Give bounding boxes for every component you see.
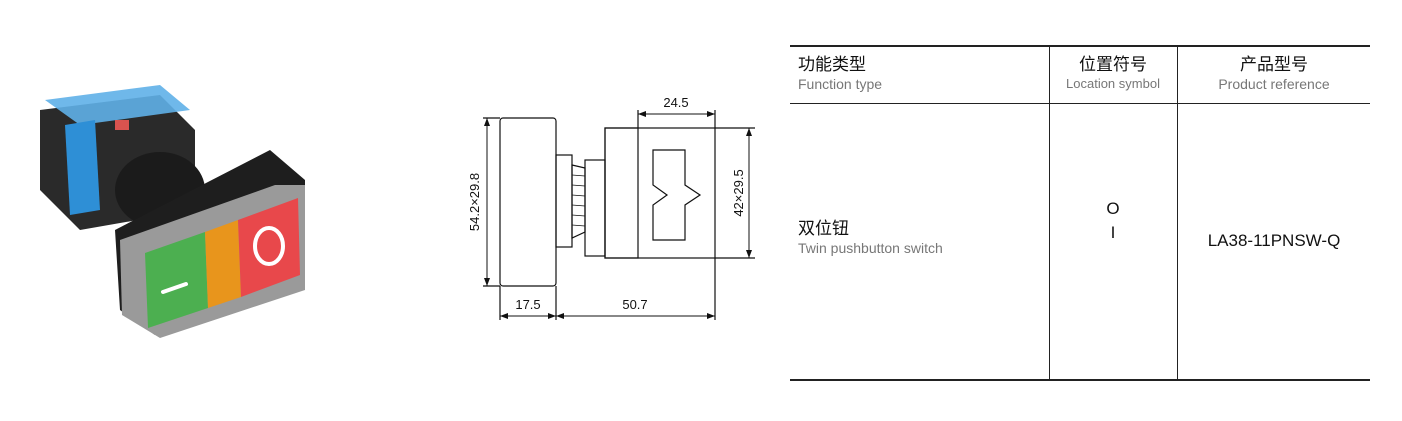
header-function-zh: 功能类型	[798, 55, 866, 74]
product-photo	[40, 85, 305, 338]
table-divider-1	[1049, 47, 1050, 379]
contact-red-part	[115, 120, 129, 130]
function-en: Twin pushbutton switch	[798, 240, 943, 256]
header-product-reference: 产品型号 Product reference	[1178, 55, 1370, 93]
dim-right-label: 42×29.5	[731, 169, 746, 216]
dim-bottom-left-label: 17.5	[515, 297, 540, 312]
dim-left-label: 54.2×29.8	[467, 173, 482, 231]
spec-table: 功能类型 Function type 位置符号 Location symbol …	[790, 45, 1370, 381]
red-button	[238, 198, 300, 297]
red-button-symbol	[253, 226, 285, 266]
function-zh: 双位钮	[798, 219, 849, 238]
header-function-en: Function type	[798, 76, 883, 92]
dimension-drawing: 24.5 54.2×29.8 42×29.5 17.5 50.7	[467, 95, 755, 320]
header-location-en: Location symbol	[1066, 76, 1160, 91]
header-location-symbol: 位置符号 Location symbol	[1049, 55, 1177, 93]
drawing-bezel	[499, 117, 557, 287]
dim-bottom-right-label: 50.7	[622, 297, 647, 312]
amber-indicator	[205, 220, 241, 308]
green-button	[145, 232, 208, 328]
table-header-row	[790, 47, 1370, 104]
header-reference-en: Product reference	[1218, 76, 1330, 92]
contact-block-side	[65, 120, 100, 215]
drawing-contact-detail	[652, 149, 702, 241]
table-divider-2	[1177, 47, 1178, 379]
drawing-nut	[555, 154, 573, 248]
cell-function: 双位钮 Twin pushbutton switch	[798, 219, 1038, 257]
green-button-symbol	[161, 282, 188, 294]
drawing-collar	[584, 159, 606, 257]
drawing-contact-left	[604, 127, 639, 259]
symbol-on: I	[1110, 223, 1116, 242]
dim-top-label: 24.5	[663, 95, 688, 110]
cell-product-reference: LA38-11PNSW-Q	[1207, 231, 1341, 250]
drawing-contact-block	[604, 127, 716, 259]
contact-block-top	[45, 85, 190, 125]
header-location-zh: 位置符号	[1079, 55, 1147, 74]
header-function-type: 功能类型 Function type	[798, 55, 1038, 93]
header-reference-zh: 产品型号	[1240, 55, 1308, 74]
symbol-off: O	[1106, 199, 1120, 218]
cell-location-symbol: O I	[1049, 197, 1177, 245]
